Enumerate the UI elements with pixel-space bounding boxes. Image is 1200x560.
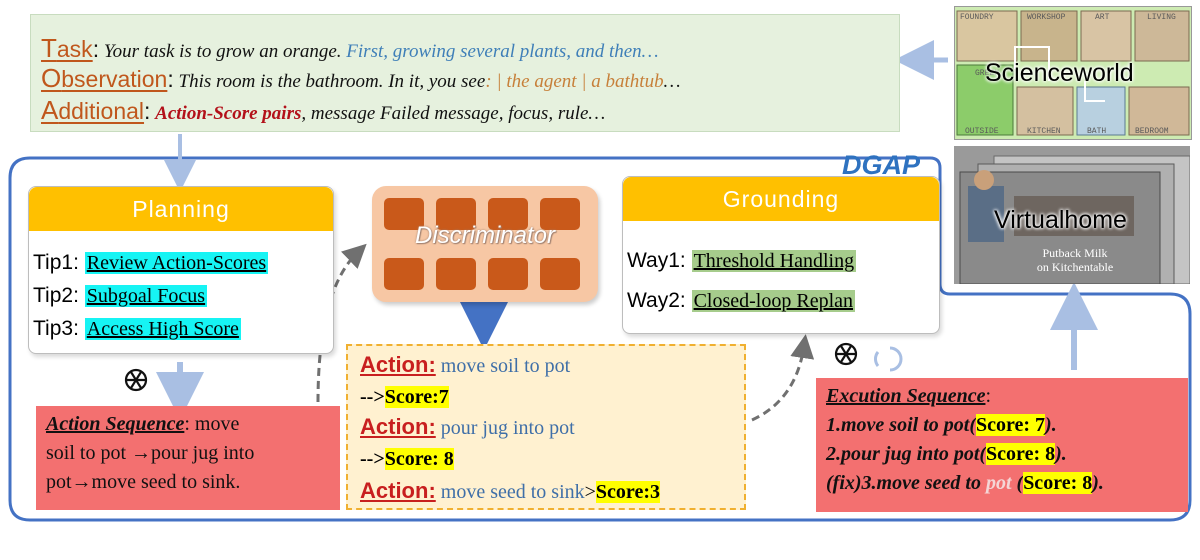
task-keyword: Task <box>41 33 93 63</box>
observation-text: This room is the bathroom. In it, you se… <box>178 71 486 92</box>
score-2: -->Score: 8 <box>360 448 454 470</box>
action-sequence-box: Action Sequence: move soil to pot →pour … <box>36 406 340 510</box>
action-2: Action: pour jug into pot <box>360 414 575 439</box>
action-sequence-line3: pot→move seed to sink. <box>46 471 241 493</box>
planning-card: Planning Tip1: Review Action-Scores Tip2… <box>28 186 334 354</box>
action-3: Action: move seed to sink>Score:3 <box>360 478 660 503</box>
grounding-card: Grounding Way1: Threshold Handling Way2:… <box>622 176 940 334</box>
scienceworld-image: FOUNDRY WORKSHOP ART LIVING GREEN OUTSID… <box>954 6 1192 140</box>
action-sequence-line1: Action Sequence: move <box>46 413 240 435</box>
virtualhome-image: Virtualhome Putback Milk on Kitchentable <box>954 146 1190 284</box>
dashed-arrow-center-to-grounding <box>751 334 815 422</box>
observation-items: : | the agent | a bathtub <box>485 71 664 92</box>
action-sequence-line2: soil to pot →pour jug into <box>46 442 255 464</box>
tip-1: Tip1: Review Action-Scores <box>33 251 269 274</box>
task-text: Your task is to grow an orange. <box>103 41 342 62</box>
planning-header: Planning <box>29 187 333 231</box>
grounding-header: Grounding <box>623 177 939 221</box>
observation-keyword: Observation <box>41 63 168 93</box>
virtualhome-scene <box>954 146 1190 284</box>
discriminator-block: Discriminator <box>372 186 598 302</box>
dgap-title: DGAP <box>842 150 921 180</box>
virtualhome-caption: Putback Milk on Kitchentable <box>1036 246 1114 274</box>
tip-2: Tip2: Subgoal Focus <box>33 284 208 307</box>
virtualhome-label: Virtualhome <box>994 206 1127 234</box>
additional-text: , message Failed message, focus, rule… <box>301 103 606 124</box>
execution-label: Excution Sequence: <box>826 385 992 407</box>
score-1: -->Score:7 <box>360 386 449 408</box>
openai-logo-icon <box>834 342 858 366</box>
context-box: Task: Your task is to grow an orange. Fi… <box>30 14 900 132</box>
way-2: Way2: Closed-loop Replan <box>627 289 856 312</box>
tip-3: Tip3: Access High Score <box>33 317 241 340</box>
scienceworld-label: Scienceworld <box>985 59 1134 87</box>
way-1: Way1: Threshold Handling <box>627 249 857 272</box>
action-1: Action: move soil to pot <box>360 352 571 377</box>
execution-step-3: (fix)3.move seed to pot (Score: 8). <box>826 472 1104 494</box>
execution-step-1: 1.move soil to pot(Score: 7). <box>826 414 1057 436</box>
dgap-frame <box>8 156 1192 522</box>
loop-icon <box>873 346 903 372</box>
action-score-pairs: Action-Score pairs <box>155 103 302 124</box>
task-line: Task: Your task is to grow an orange. Fi… <box>41 33 659 63</box>
openai-logo-icon <box>124 368 148 392</box>
execution-sequence-box: Excution Sequence: 1.move soil to pot(Sc… <box>816 378 1188 512</box>
scienceworld-map <box>956 10 1190 136</box>
additional-line: Additional: Action-Score pairs, message … <box>41 95 606 125</box>
additional-keyword: Additional <box>41 95 145 125</box>
task-text-continued: First, growing several plants, and then… <box>346 41 659 62</box>
discriminator-label: Discriminator <box>414 222 555 249</box>
action-score-box: Action: move soil to pot -->Score:7 Acti… <box>346 344 746 510</box>
observation-line: Observation: This room is the bathroom. … <box>41 63 681 93</box>
execution-step-2: 2.pour jug into pot(Score: 8). <box>826 443 1067 465</box>
